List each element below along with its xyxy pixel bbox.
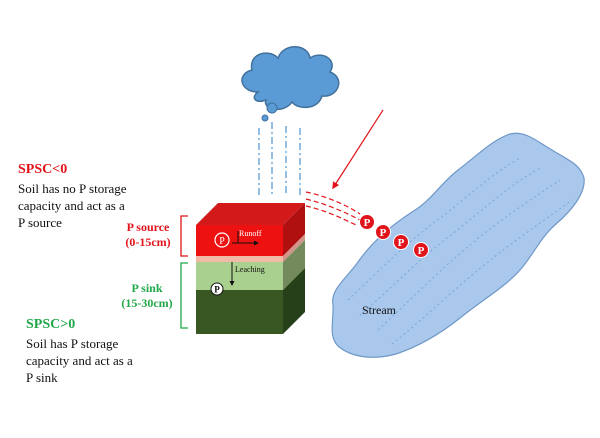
p-sink-label: P sink	[131, 281, 163, 295]
p-source-label: P source	[126, 220, 170, 234]
svg-text:P: P	[380, 227, 387, 239]
p-particle: P	[393, 234, 409, 250]
spsc-positive-heading: SPSC>0	[26, 317, 76, 332]
sink-bracket	[180, 262, 188, 329]
source-bracket	[180, 215, 188, 257]
spsc-negative-heading: SPSC<0	[18, 162, 68, 177]
p-sink-depth: (15-30cm)	[121, 296, 173, 310]
cloud-icon	[241, 46, 340, 122]
soil-block	[196, 203, 305, 334]
svg-text:P: P	[214, 285, 220, 295]
spsc-positive-line: P sink	[26, 370, 58, 385]
stream-label: Stream	[362, 303, 397, 317]
arrow-icon	[332, 109, 384, 190]
spsc-negative-line: P source	[18, 215, 62, 230]
p-particle: P	[413, 242, 429, 258]
svg-text:P: P	[219, 236, 225, 247]
svg-text:P: P	[418, 245, 425, 257]
svg-text:P: P	[398, 237, 405, 249]
p-sink-symbol: P	[210, 282, 224, 296]
p-particle: P	[359, 214, 375, 230]
stream-shape	[331, 132, 585, 358]
spsc-negative-line: capacity and act as a	[18, 198, 125, 213]
p-source-depth: (0-15cm)	[125, 235, 171, 249]
runoff-label: Runoff	[239, 229, 262, 238]
spsc-positive-line: Soil has P storage	[26, 336, 119, 351]
spsc-positive-line: capacity and act as a	[26, 353, 133, 368]
p-particle: P	[375, 224, 391, 240]
spsc-negative-line: Soil has no P storage	[18, 181, 127, 196]
p-source-symbol: P	[214, 232, 230, 248]
runoff-flow-lines	[305, 191, 361, 227]
rain-drops-icon	[258, 122, 301, 196]
svg-text:P: P	[364, 217, 371, 229]
leaching-label: Leaching	[235, 265, 265, 274]
p-particles: P P P P	[359, 214, 429, 258]
